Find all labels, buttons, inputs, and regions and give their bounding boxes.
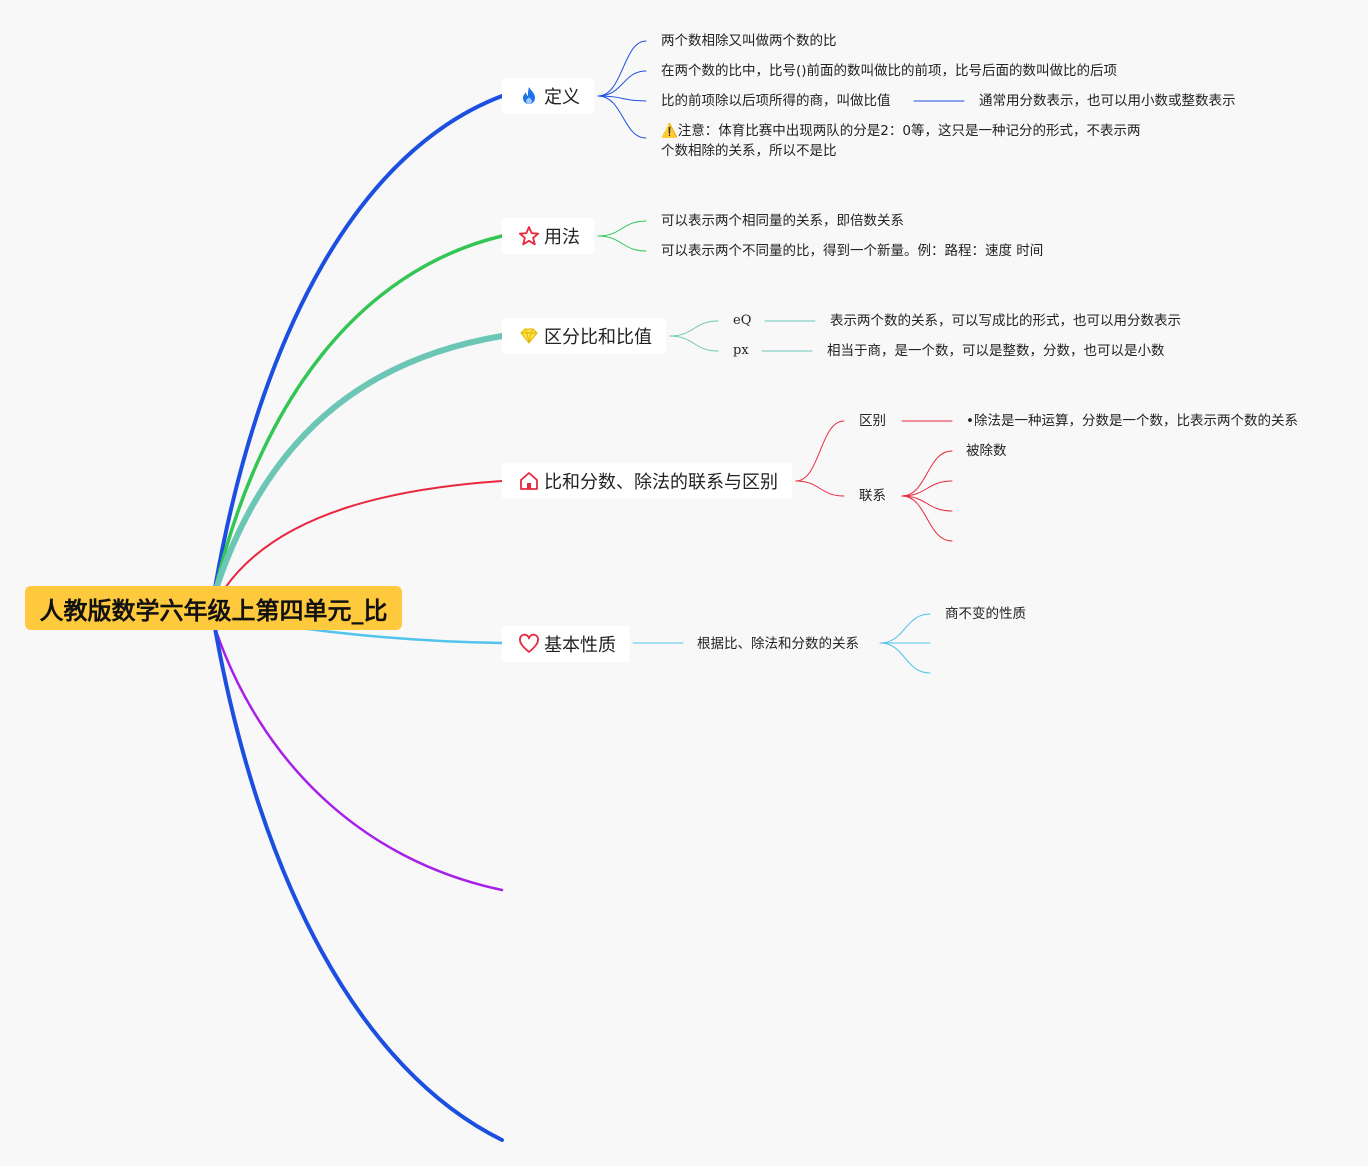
diamond-icon bbox=[518, 325, 540, 347]
definition-item-2[interactable]: 在两个数的比中，比号()前面的数叫做比的前项，比号后面的数叫做比的后项 bbox=[661, 63, 1118, 79]
branch-definition-label: 定义 bbox=[544, 87, 580, 108]
link-definition-item-4 bbox=[597, 95, 647, 139]
branch-usage-label: 用法 bbox=[544, 227, 580, 248]
link-property-sub-3 bbox=[879, 642, 931, 674]
usage-item-1[interactable]: 可以表示两个相同量的关系，即倍数关系 bbox=[661, 213, 904, 229]
distinguish-px[interactable]: px bbox=[733, 343, 749, 358]
link-root-definition bbox=[213, 94, 504, 590]
definition-item-1[interactable]: 两个数相除又叫做两个数的比 bbox=[661, 33, 837, 49]
branch-usage[interactable]: 用法 bbox=[502, 218, 594, 254]
heart-icon bbox=[518, 633, 540, 655]
root-topic[interactable]: 人教版数学六年级上第四单元_比 bbox=[25, 586, 402, 630]
property-item-2[interactable]: 商不变的性质 bbox=[945, 606, 1026, 622]
definition-item-4-line2[interactable]: 个数相除的关系，所以不是比 bbox=[661, 143, 837, 159]
link-root-empty-purple bbox=[213, 626, 504, 892]
house-icon bbox=[518, 470, 540, 492]
star-icon bbox=[518, 225, 540, 247]
link-relation-diff bbox=[795, 420, 845, 482]
branch-relation[interactable]: 比和分数、除法的联系与区别 bbox=[502, 463, 792, 499]
usage-item-2[interactable]: 可以表示两个不同量的比，得到一个新量。例：路程：速度 时间 bbox=[661, 243, 1044, 259]
link-distinguish-item-1 bbox=[669, 320, 719, 337]
definition-item-3[interactable]: 比的前项除以后项所得的商，叫做比值 bbox=[661, 93, 891, 109]
link-root-empty-blue bbox=[213, 626, 504, 1142]
link-relation-link-item-1 bbox=[901, 450, 953, 497]
relation-link[interactable]: 联系 bbox=[859, 488, 886, 504]
branch-relation-label: 比和分数、除法的联系与区别 bbox=[544, 472, 778, 493]
link-definition-item-3 bbox=[597, 95, 647, 102]
distinguish-eq[interactable]: eQ bbox=[733, 313, 752, 328]
link-usage-item-1 bbox=[597, 220, 647, 237]
link-relation-link-item-2 bbox=[901, 480, 953, 497]
branch-property[interactable]: 基本性质 bbox=[502, 626, 630, 662]
link-usage-item-2 bbox=[597, 235, 647, 252]
link-root-property bbox=[298, 626, 504, 645]
link-property-sub-1 bbox=[879, 613, 931, 644]
link-relation-link-item-3 bbox=[901, 495, 953, 512]
relation-diff[interactable]: 区别 bbox=[859, 413, 886, 429]
link-root-relation bbox=[224, 480, 503, 589]
relation-link-item-1[interactable]: 被除数 bbox=[966, 443, 1007, 459]
link-relation-link-item-4 bbox=[901, 495, 953, 542]
link-relation-link bbox=[795, 480, 845, 497]
definition-item-4-line1[interactable]: ⚠️注意：体育比赛中出现两队的分是2：0等，这只是一种记分的形式，不表示两 bbox=[661, 123, 1141, 139]
definition-item-3-note[interactable]: 通常用分数表示，也可以用小数或整数表示 bbox=[979, 93, 1236, 109]
branch-distinguish-label: 区分比和比值 bbox=[544, 327, 652, 348]
link-root-usage bbox=[213, 234, 504, 592]
property-item-1[interactable]: 根据比、除法和分数的关系 bbox=[697, 636, 859, 652]
link-root-distinguish bbox=[212, 333, 505, 595]
link-definition-item-2 bbox=[597, 70, 647, 97]
fire-icon bbox=[518, 85, 540, 107]
branch-definition[interactable]: 定义 bbox=[502, 78, 594, 114]
distinguish-eq-desc[interactable]: 表示两个数的关系，可以写成比的形式，也可以用分数表示 bbox=[830, 313, 1181, 329]
link-definition-item-1 bbox=[597, 40, 647, 97]
link-distinguish-item-2 bbox=[669, 335, 719, 352]
branch-distinguish[interactable]: 区分比和比值 bbox=[502, 318, 666, 354]
branch-property-label: 基本性质 bbox=[544, 635, 616, 656]
distinguish-px-desc[interactable]: 相当于商，是一个数，可以是整数，分数，也可以是小数 bbox=[827, 343, 1165, 359]
root-title: 人教版数学六年级上第四单元_比 bbox=[39, 596, 388, 625]
relation-diff-desc[interactable]: •除法是一种运算，分数是一个数，比表示两个数的关系 bbox=[966, 413, 1298, 429]
